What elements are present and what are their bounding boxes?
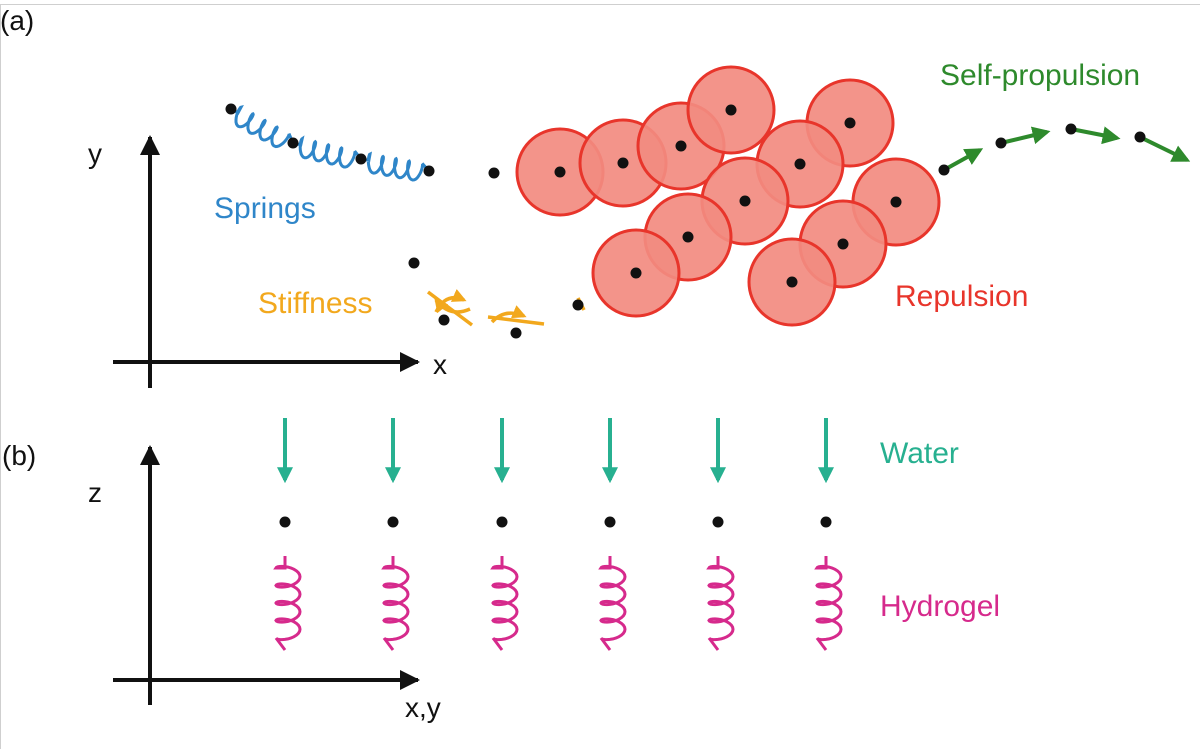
self-propulsion-arrow-3 <box>1070 126 1121 145</box>
hydrogel-node-dot <box>279 516 291 528</box>
node-dot <box>1065 123 1077 135</box>
panel-b-label: (b) <box>2 440 36 471</box>
node-dot <box>938 164 950 176</box>
spring-coil <box>230 105 295 149</box>
springs-label: Springs <box>214 192 316 225</box>
hydrogel-node-dot <box>604 516 616 528</box>
node-dot <box>554 166 566 178</box>
hydrogel-spring <box>381 556 410 651</box>
self-propulsion-arrow-2 <box>1000 126 1051 145</box>
stiffness-bar-1 <box>426 290 474 327</box>
self-propulsion-arrow-4 <box>1139 135 1191 162</box>
stiffness-label: Stiffness <box>258 287 373 320</box>
node-dot <box>630 267 642 279</box>
repulsion-label: Repulsion <box>895 280 1028 313</box>
stiffness-arrows <box>426 289 586 327</box>
stiffness-bar-2 <box>487 315 545 326</box>
node-dot <box>225 103 237 115</box>
self-propulsion-arrows <box>943 126 1191 172</box>
self-propulsion-label: Self-propulsion <box>940 59 1140 92</box>
node-dot <box>572 299 584 311</box>
water-label: Water <box>880 437 959 470</box>
panel-b-z-axis-label: z <box>88 477 102 508</box>
hydrogel-spring <box>706 556 735 651</box>
hydrogel-spring <box>273 556 302 651</box>
hydrogel-spring <box>598 556 627 651</box>
node-dot <box>488 167 500 179</box>
self-propulsion-arrow-1 <box>943 148 984 172</box>
panel-b-axes: z x,y <box>88 445 441 723</box>
hydrogel-node-dot <box>712 516 724 528</box>
frame-top-border <box>0 4 1200 5</box>
stiffness-arrow-2 <box>490 305 527 324</box>
hydrogel-node-dot <box>496 516 508 528</box>
node-dot <box>675 140 687 152</box>
panel-a-x-axis-label: x <box>433 349 447 380</box>
hydrogel-node-dot <box>820 516 832 528</box>
panel-a-label: (a) <box>0 5 34 36</box>
node-dot <box>617 157 629 169</box>
node-dot <box>837 238 849 250</box>
panel-a-axes: y x <box>88 135 447 388</box>
node-dot <box>438 314 450 326</box>
node-dot <box>287 137 299 149</box>
hydrogel-spring <box>490 556 519 651</box>
node-dot <box>794 158 806 170</box>
node-dot <box>995 137 1007 149</box>
node-dot <box>1134 131 1146 143</box>
hydrogel-node-dot <box>387 516 399 528</box>
panel-a-nodes <box>225 103 1146 339</box>
node-dot <box>725 104 737 116</box>
node-dot <box>739 195 751 207</box>
panel-b-xy-axis-label: x,y <box>405 692 441 723</box>
hydrogel-spring <box>814 556 843 651</box>
hydrogel-label: Hydrogel <box>880 590 1000 623</box>
spring-coil <box>292 135 363 169</box>
frame-left-border <box>0 4 1 749</box>
node-dot <box>510 327 522 339</box>
node-dot <box>682 231 694 243</box>
node-dot <box>423 165 435 177</box>
node-dot <box>355 153 367 165</box>
node-dot <box>844 117 856 129</box>
node-dot <box>890 196 902 208</box>
node-dot <box>408 257 420 269</box>
node-dot <box>786 276 798 288</box>
panel-b-columns <box>273 418 843 651</box>
spring-coil <box>360 151 431 182</box>
springs-chain <box>230 105 431 182</box>
panel-a-y-axis-label: y <box>88 138 102 169</box>
